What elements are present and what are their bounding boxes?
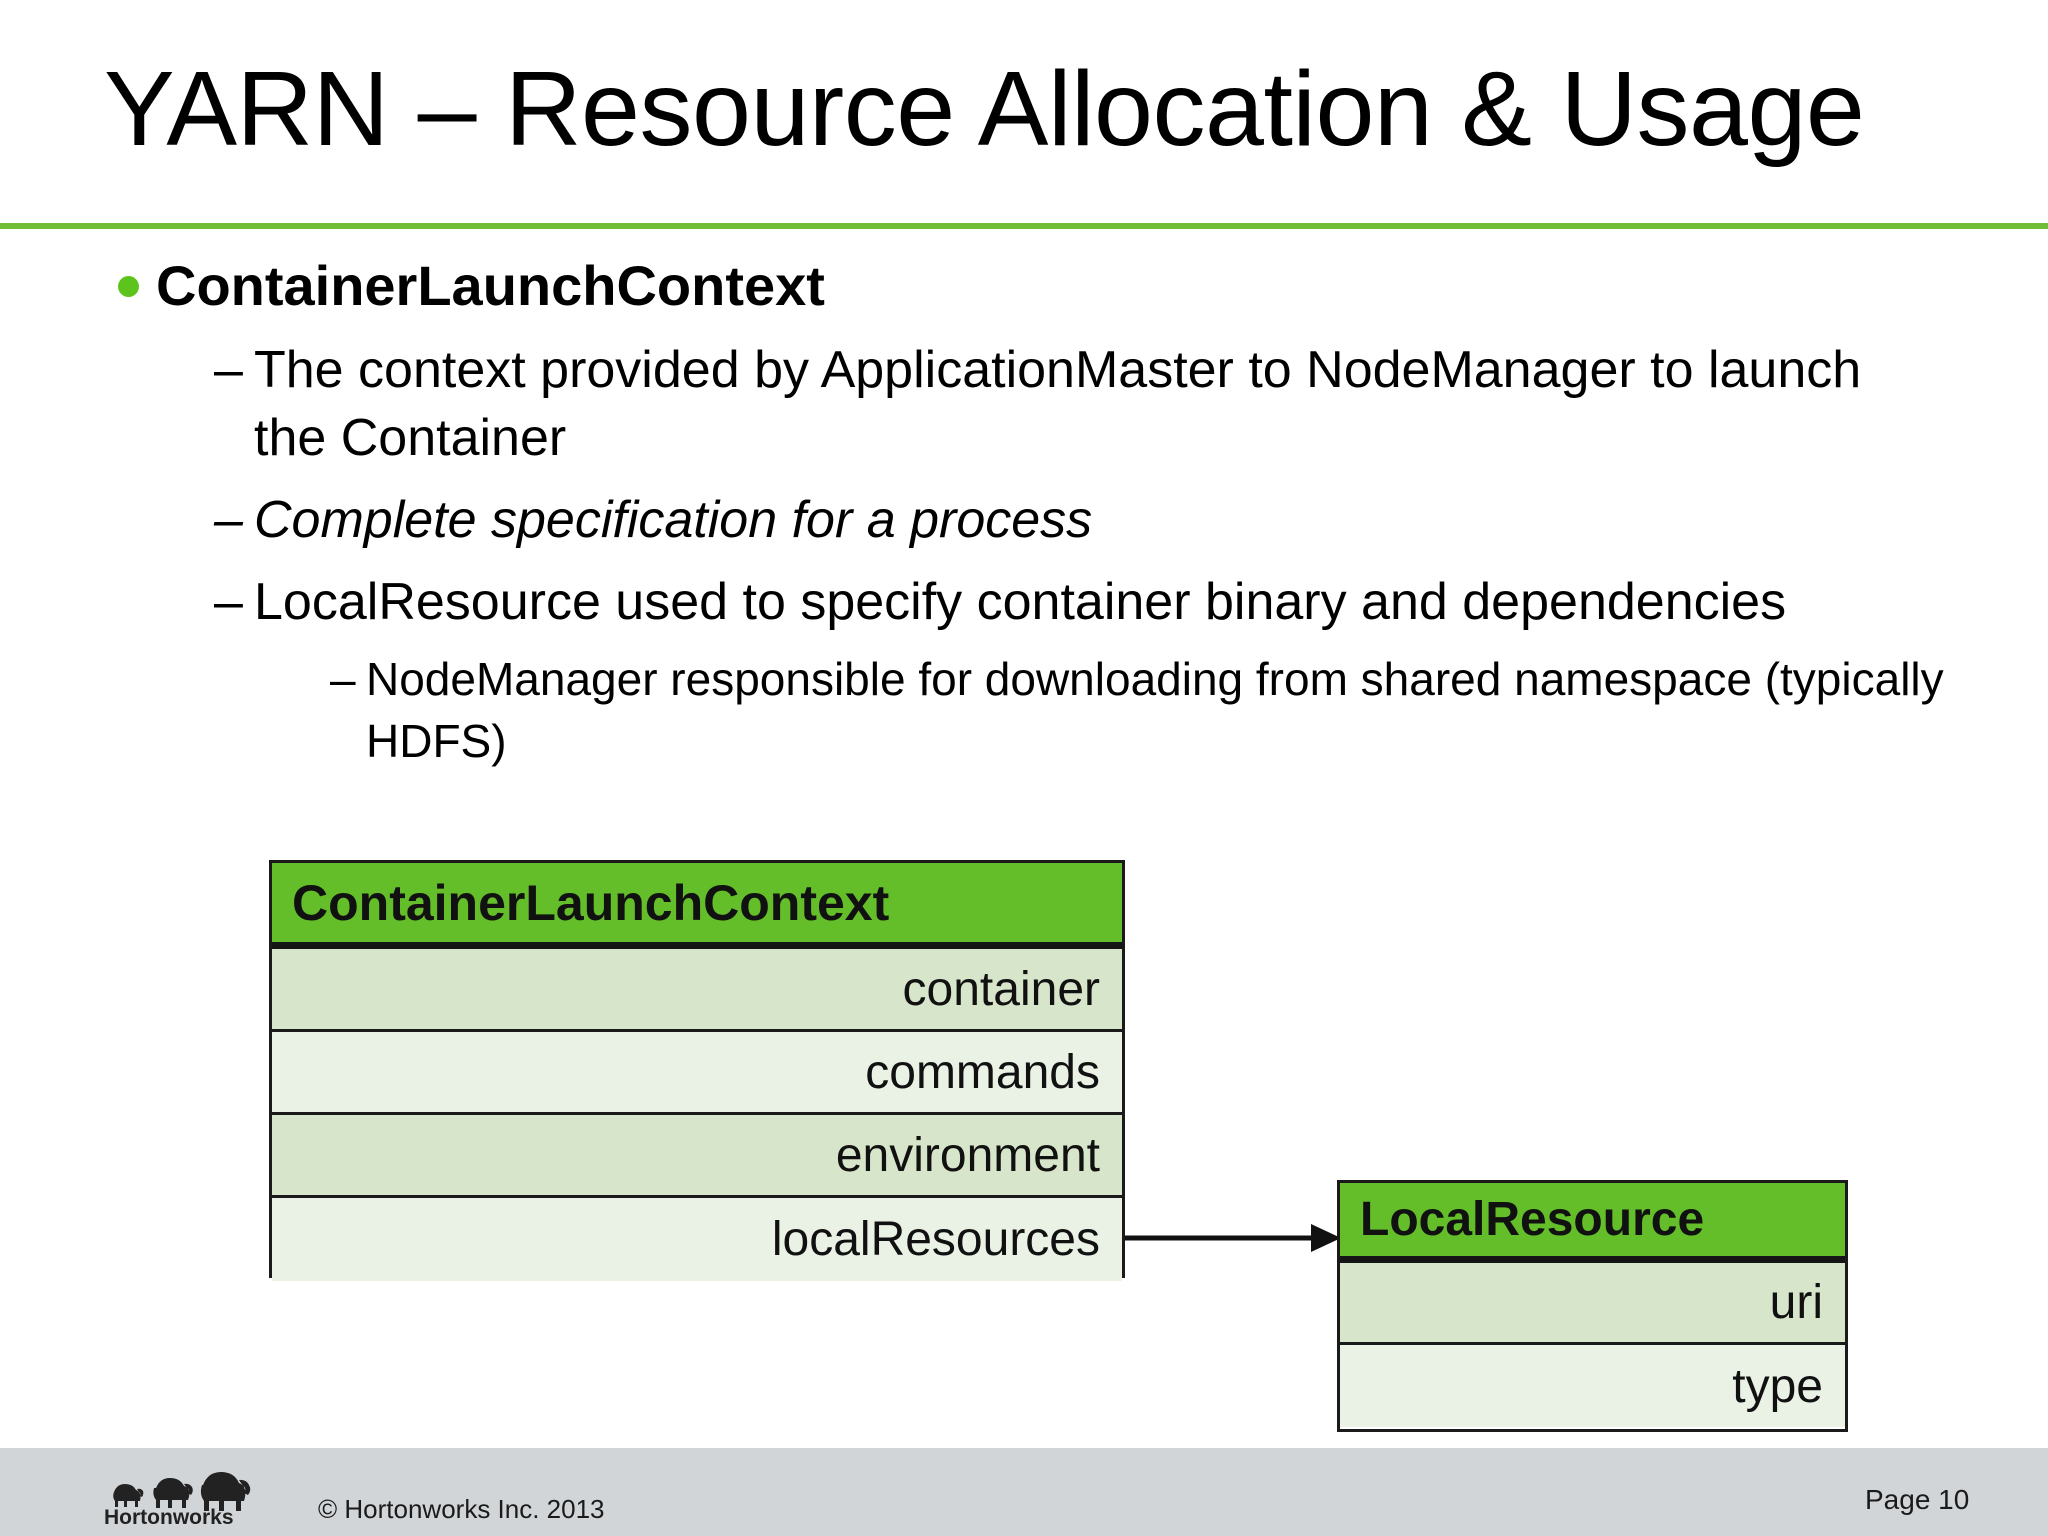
copyright-text: © Hortonworks Inc. 2013 xyxy=(318,1494,605,1524)
class-field-row: environment xyxy=(272,1115,1122,1198)
bullet-level2-label: Complete specification for a process xyxy=(254,491,1093,549)
bullet-level2-label: LocalResource used to specify container … xyxy=(254,573,1787,631)
bullet-level3-item: – NodeManager responsible for downloadin… xyxy=(330,648,1966,772)
dash-icon: – xyxy=(214,341,243,399)
class-field-row: type xyxy=(1340,1345,1845,1427)
title-divider-rule xyxy=(0,223,2048,229)
class-box-localresource: LocalResource uri type xyxy=(1337,1180,1848,1432)
class-field-row: container xyxy=(272,949,1122,1032)
page-title: YARN – Resource Allocation & Usage xyxy=(104,50,1865,168)
dash-icon: – xyxy=(330,653,356,705)
bullet-level2-label: The context provided by ApplicationMaste… xyxy=(254,341,1862,467)
class-field-row: commands xyxy=(272,1032,1122,1115)
bullet-level1: ContainerLaunchContext xyxy=(110,250,2048,322)
bullet-level3-label: NodeManager responsible for downloading … xyxy=(366,653,1944,767)
dash-icon: – xyxy=(214,573,243,631)
class-field-row: uri xyxy=(1340,1263,1845,1345)
bullet-dot-icon xyxy=(118,276,139,297)
bullet-level2-item: – Complete specification for a process xyxy=(214,486,1894,554)
class-box-title: ContainerLaunchContext xyxy=(272,863,1122,949)
class-box-containerlaunchcontext: ContainerLaunchContext container command… xyxy=(269,860,1125,1281)
dash-icon: – xyxy=(214,491,243,549)
slide-body: ContainerLaunchContext – The context pro… xyxy=(0,250,2048,772)
association-arrow-icon xyxy=(1125,1224,1341,1252)
page-number-label: Page 10 xyxy=(1865,1484,1970,1515)
class-field-row: localResources xyxy=(272,1198,1122,1281)
slide-footer xyxy=(0,1448,2048,1536)
bullet-level2-item: – The context provided by ApplicationMas… xyxy=(214,336,1894,472)
hortonworks-logo-icon: Hortonworks xyxy=(104,1472,251,1528)
hortonworks-wordmark: Hortonworks xyxy=(104,1506,234,1528)
class-box-title: LocalResource xyxy=(1340,1183,1845,1263)
bullet-level2-item: – LocalResource used to specify containe… xyxy=(214,568,1894,636)
bullet-level1-label: ContainerLaunchContext xyxy=(156,254,825,317)
